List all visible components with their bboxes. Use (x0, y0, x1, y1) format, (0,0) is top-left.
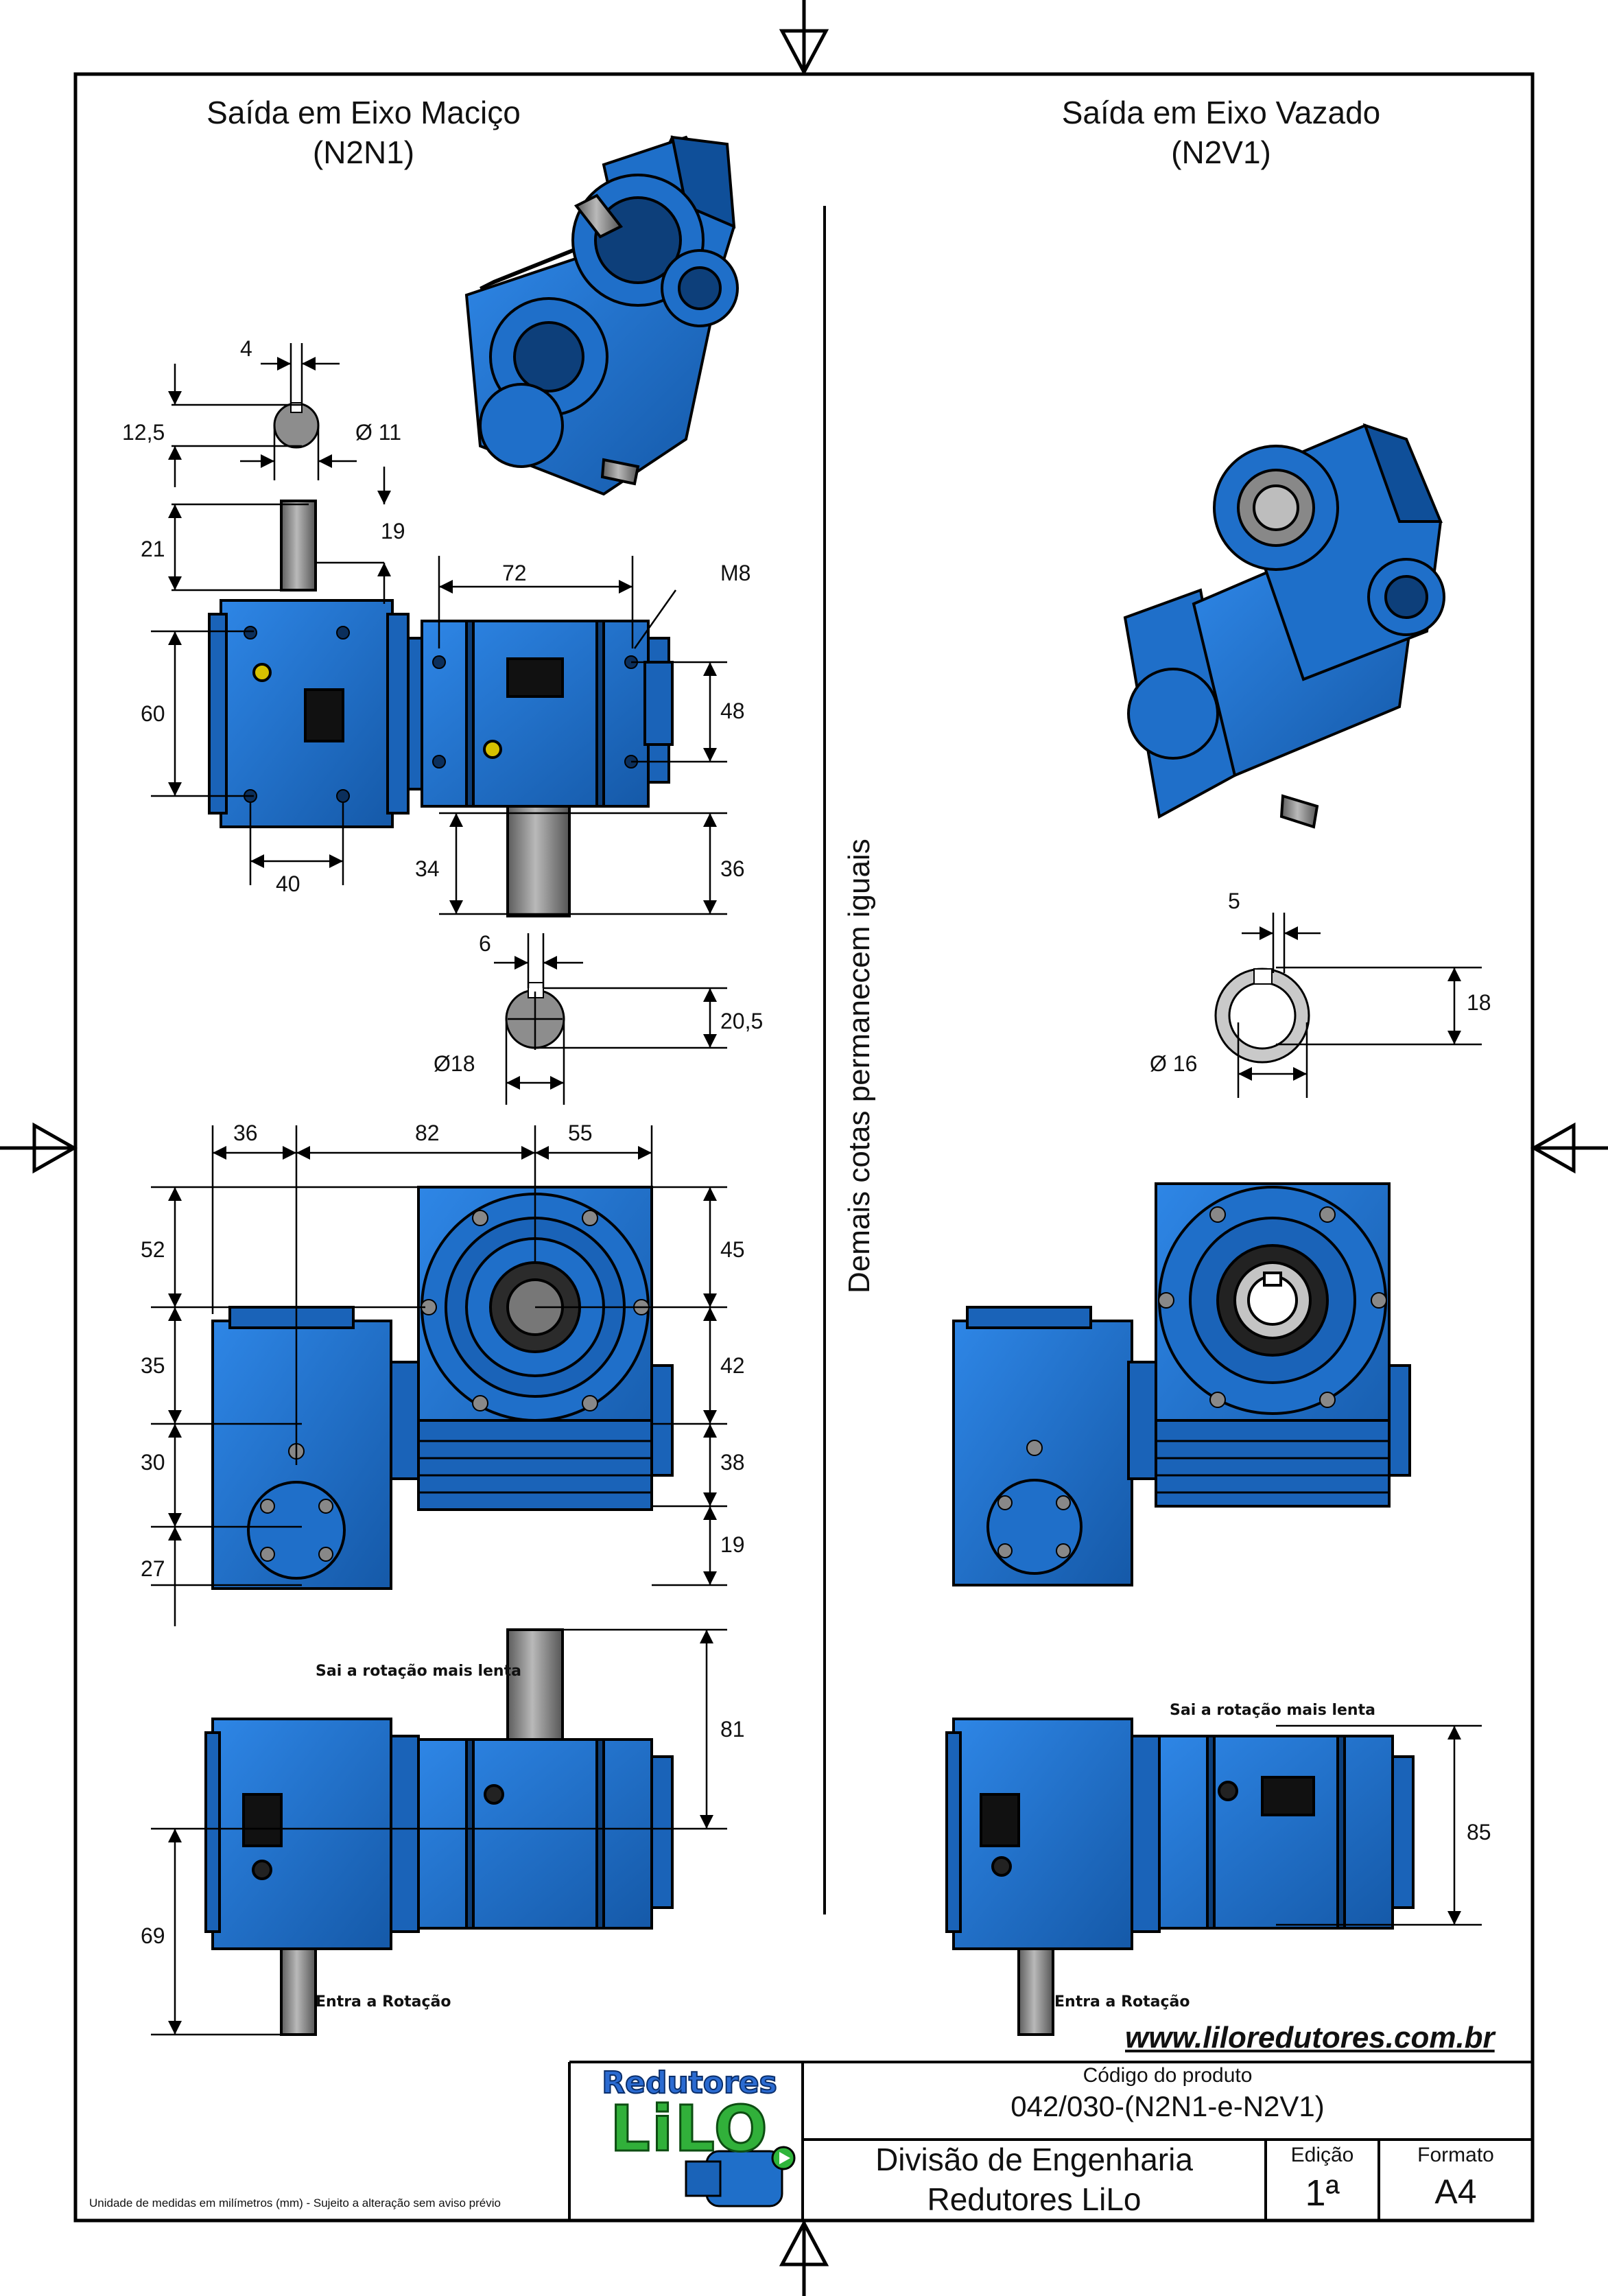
title-block-frame (75, 2061, 1533, 2222)
dim-top-shaft-len: 21 (141, 537, 165, 561)
right-view-title: Saída em Eixo Vazado (N2V1) (1029, 93, 1413, 172)
dim-h45: 45 (720, 1237, 745, 1262)
dim-top-shaft-key: 19 (381, 519, 405, 543)
website-link[interactable]: www.liloredutores.com.br (1125, 2021, 1495, 2054)
note-slow-right: Sai a rotação mais lenta (1170, 1702, 1375, 1719)
dim-key-width: 4 (240, 336, 252, 361)
company-logo: Redutores LiLO (583, 2065, 796, 2167)
dim-key-20-5: 20,5 (720, 1009, 764, 1033)
dim-height-48: 48 (720, 699, 745, 723)
bottom-view-dim-lines (151, 1628, 727, 2036)
side-view-solid (211, 1186, 674, 1590)
dim-h35: 35 (141, 1353, 165, 1378)
dim-h30: 30 (141, 1450, 165, 1475)
hollow-side-fins (1156, 1440, 1389, 1494)
right-view-title-line1: Saída em Eixo Vazado (1061, 95, 1381, 130)
logo-text-redutores: Redutores (601, 2065, 778, 2101)
dim-key-6: 6 (479, 931, 491, 956)
left-view-title-line1: Saída em Eixo Maciço (206, 95, 521, 130)
side-view-dim-lines (151, 1125, 727, 1626)
dim-key-height: 12,5 (122, 420, 165, 445)
dim-h19: 19 (720, 1532, 745, 1557)
note-input-right: Entra a Rotação (1054, 1993, 1190, 2011)
division-line1: Divisão de Engenharia (875, 2142, 1193, 2177)
dim-hollow-18: 18 (1467, 990, 1491, 1015)
dim-h69: 69 (141, 1923, 165, 1948)
iso-gearbox-solid (464, 135, 739, 496)
format-value: A4 (1434, 2172, 1477, 2211)
hollow-bore-section (1214, 913, 1482, 1098)
product-code-value: 042/030-(N2N1-e-N2V1) (1010, 2090, 1325, 2122)
left-view-title: Saída em Eixo Maciço (N2N1) (172, 93, 556, 172)
dim-out-34: 34 (415, 856, 440, 881)
hollow-bottom-dim-lines (1276, 1724, 1482, 1926)
top-view-dim-lines (151, 467, 727, 915)
right-view-title-line2: (N2V1) (1171, 134, 1271, 170)
top-view-solid (208, 500, 674, 917)
hollow-bottom-view-solid (945, 1718, 1415, 2036)
logo-motor-icon (685, 2146, 796, 2207)
edition-value: 1ª (1305, 2172, 1340, 2214)
output-shaft-section (494, 933, 727, 1105)
note-slow-left: Sai a rotação mais lenta (316, 1663, 521, 1680)
input-shaft-section (168, 343, 357, 487)
division-line2: Redutores LiLo (927, 2181, 1142, 2217)
dim-hollow-key5: 5 (1228, 889, 1240, 913)
side-view-bolts (260, 1210, 650, 1562)
dim-out-36: 36 (720, 856, 745, 881)
dim-shaft-dia-top: Ø 11 (355, 420, 401, 445)
dim-width-72: 72 (502, 561, 527, 585)
dim-w36: 36 (233, 1121, 258, 1145)
dim-width-40: 40 (276, 871, 300, 896)
dim-h85: 85 (1467, 1820, 1491, 1844)
dim-h52: 52 (141, 1237, 165, 1262)
hollow-side-bolts (997, 1206, 1387, 1558)
dim-w55: 55 (568, 1121, 593, 1145)
note-input-left: Entra a Rotação (316, 1993, 451, 2011)
division-name: Divisão de Engenharia Redutores LiLo (803, 2140, 1266, 2219)
logo-text-lilo: LiLO (609, 2092, 769, 2167)
dim-dia-18: Ø18 (434, 1051, 475, 1076)
left-view-title-line2: (N2N1) (312, 134, 415, 170)
iso-gearbox-hollow (1123, 423, 1445, 829)
dim-height-60: 60 (141, 701, 165, 726)
dim-h42: 42 (720, 1353, 745, 1378)
dim-hollow-dia16: Ø 16 (1150, 1051, 1198, 1076)
dim-h27: 27 (141, 1556, 165, 1581)
dim-h81: 81 (720, 1717, 745, 1742)
dim-thread: M8 (720, 561, 751, 585)
format-label: Formato (1417, 2144, 1494, 2166)
footnote: Unidade de medidas em milímetros (mm) - … (89, 2197, 501, 2210)
dim-h38: 38 (720, 1450, 745, 1475)
product-code-label: Código do produto (1083, 2064, 1253, 2087)
dim-w82: 82 (415, 1121, 440, 1145)
edition-label: Edição (1290, 2144, 1354, 2166)
hollow-side-view-solid (952, 1182, 1411, 1586)
side-view-fins (418, 1440, 652, 1494)
top-view-bolts (244, 626, 638, 803)
center-note: Demais cotas permanecem iguais (842, 839, 876, 1293)
bottom-view-solid (204, 1628, 674, 2036)
